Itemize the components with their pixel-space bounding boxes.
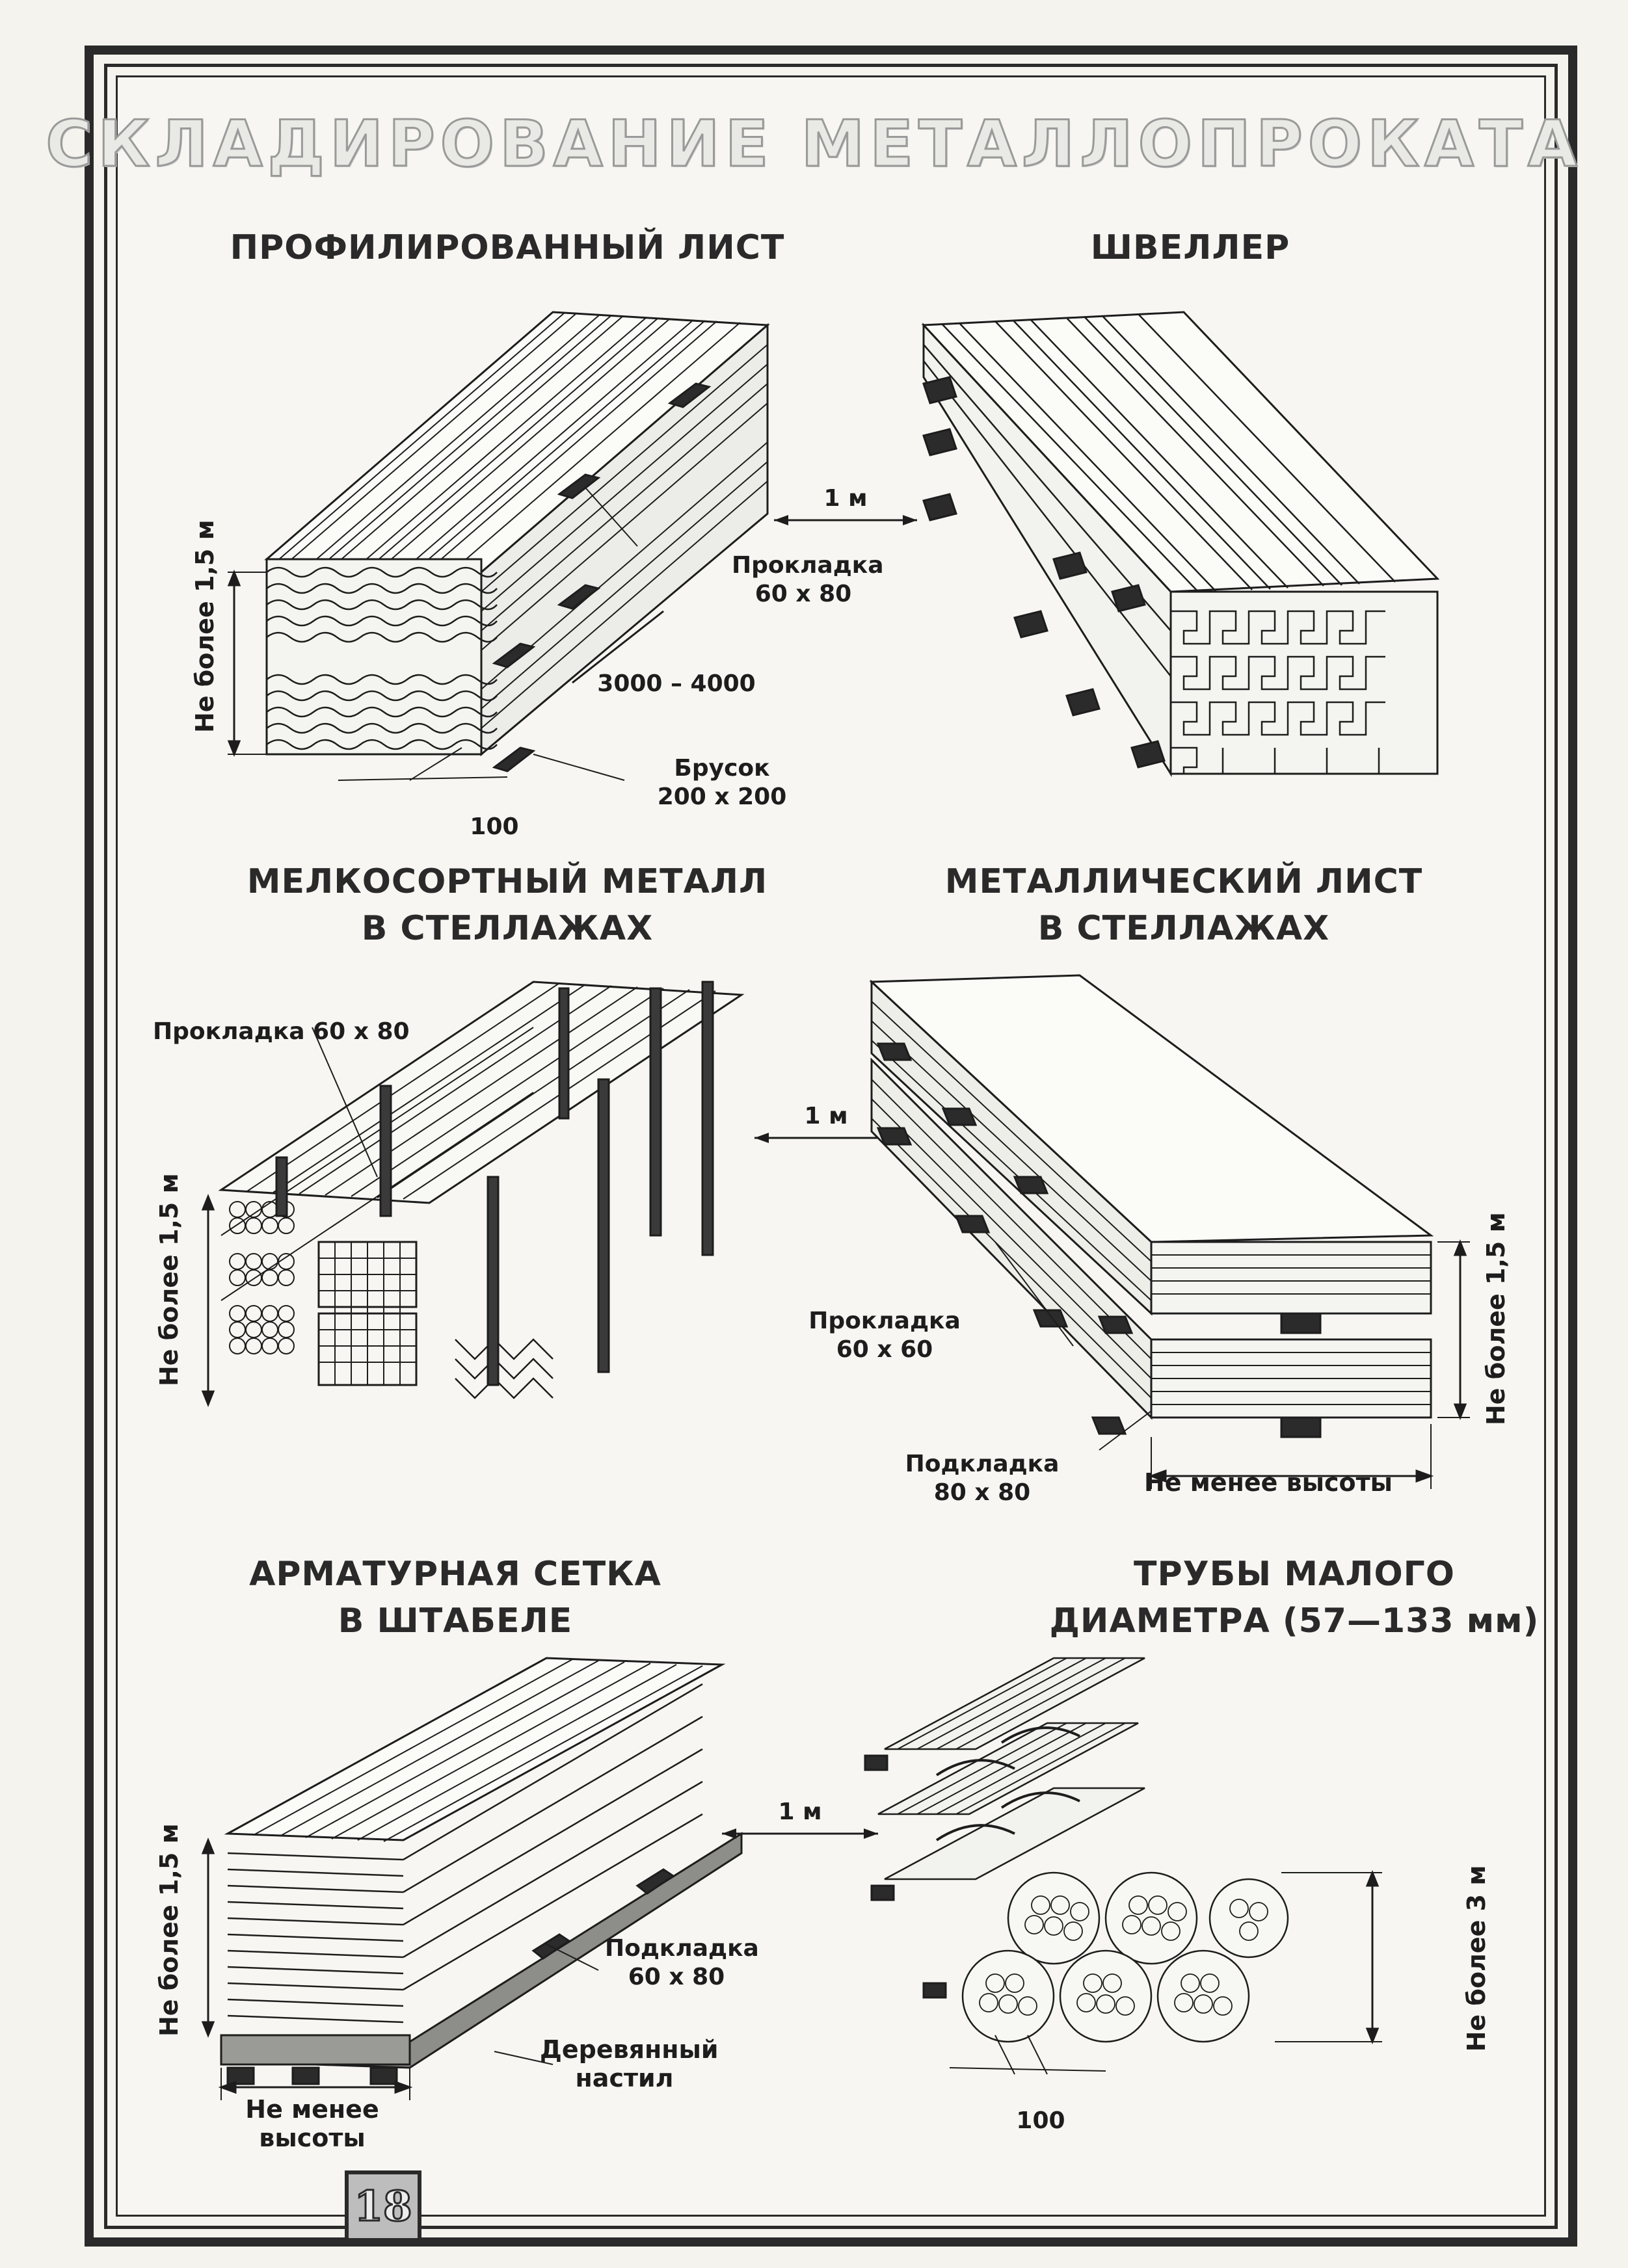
metal-sheet-width-label: Не менее высоты bbox=[1143, 1468, 1393, 1497]
heading-channel-text: ШВЕЛЛЕР bbox=[1090, 228, 1290, 267]
heading-metal-sheet: МЕТАЛЛИЧЕСКИЙ ЛИСТ В СТЕЛЛАЖАХ bbox=[885, 858, 1483, 952]
metal-sheet-support-line1: Подкладка bbox=[905, 1451, 1060, 1477]
small-metal-gap-label: 1 м bbox=[804, 1103, 848, 1129]
rebar-mesh-width-line1: Не менее bbox=[245, 2095, 379, 2124]
heading-pipes-line1: ТРУБЫ МАЛОГО bbox=[1133, 1555, 1455, 1594]
rebar-mesh-width-label: Не менее высоты bbox=[234, 2095, 390, 2152]
pipes-illustration bbox=[864, 1657, 1382, 2075]
rebar-mesh-deck-line2: настил bbox=[575, 2064, 674, 2092]
page-title: СКЛАДИРОВАНИЕ МЕТАЛЛОПРОКАТА bbox=[45, 107, 1582, 183]
small-metal-illustration bbox=[201, 981, 745, 1408]
gap-arrow-top bbox=[774, 515, 917, 525]
heading-pipes: ТРУБЫ МАЛОГО ДИАМЕТРА (57—133 мм) bbox=[1015, 1551, 1574, 1644]
rebar-mesh-support-line1: Подкладка bbox=[605, 1935, 759, 1962]
heading-pipes-line2: ДИАМЕТРА (57—133 мм) bbox=[1049, 1602, 1540, 1641]
rebar-mesh-height-label: Не более 1,5 м bbox=[155, 1823, 183, 2037]
rebar-mesh-illustration bbox=[201, 1657, 743, 2100]
channel-illustration bbox=[921, 311, 1440, 778]
pipes-height-label: Не более 3 м bbox=[1462, 1865, 1491, 2052]
page-number-box: 18 bbox=[345, 2170, 421, 2242]
page-number: 18 bbox=[353, 2181, 413, 2232]
heading-small-metal: МЕЛКОСОРТНЫЙ МЕТАЛЛ В СТЕЛЛАЖАХ bbox=[215, 858, 800, 952]
heading-small-metal-line1: МЕЛКОСОРТНЫЙ МЕТАЛЛ bbox=[247, 862, 768, 901]
profiled-sheet-spacer-label: Прокладка 60 х 80 bbox=[732, 551, 884, 609]
heading-rebar-mesh: АРМАТУРНАЯ СЕТКА В ШТАБЕЛЕ bbox=[163, 1551, 748, 1644]
gap-arrow-bottom bbox=[722, 1828, 878, 1839]
rebar-mesh-deck-label: Деревянный настил bbox=[540, 2035, 719, 2092]
heading-rebar-mesh-line2: В ШТАБЕЛЕ bbox=[338, 1602, 573, 1641]
profiled-sheet-spacer-line1: Прокладка bbox=[732, 552, 884, 579]
rebar-mesh-width-line2: высоты bbox=[259, 2124, 366, 2152]
metal-sheet-spacer-line2: 60 х 60 bbox=[836, 1336, 933, 1363]
profiled-sheet-length-label: 3000 – 4000 bbox=[597, 670, 756, 697]
profiled-sheet-beam-line2: 200 х 200 bbox=[657, 784, 787, 810]
profiled-sheet-height-label: Не более 1,5 м bbox=[191, 520, 219, 733]
heading-small-metal-line2: В СТЕЛЛАЖАХ bbox=[361, 909, 654, 948]
heading-rebar-mesh-line1: АРМАТУРНАЯ СЕТКА bbox=[249, 1555, 661, 1594]
metal-sheet-spacer-label: Прокладка 60 х 60 bbox=[807, 1307, 963, 1364]
page-border-outer bbox=[85, 46, 1577, 2247]
small-metal-height-label: Не более 1,5 м bbox=[155, 1173, 183, 1386]
pipes-offset-label: 100 bbox=[1016, 2107, 1065, 2134]
metal-sheet-support-label: Подкладка 80 х 80 bbox=[904, 1450, 1060, 1507]
small-metal-spacer-label: Прокладка 60 х 80 bbox=[153, 1018, 410, 1045]
metal-sheet-illustration bbox=[869, 974, 1470, 1489]
channel-gap-label: 1 м bbox=[823, 485, 868, 512]
rebar-mesh-support-line2: 60 х 80 bbox=[628, 1964, 725, 1990]
profiled-sheet-spacer-line2: 60 х 80 bbox=[754, 581, 852, 607]
metal-sheet-height-label: Не более 1,5 м bbox=[1482, 1212, 1510, 1425]
profiled-sheet-beam-label: Брусок 200 х 200 bbox=[650, 754, 794, 811]
heading-channel: ШВЕЛЛЕР bbox=[963, 224, 1418, 271]
heading-profiled-sheet-text: ПРОФИЛИРОВАННЫЙ ЛИСТ bbox=[230, 228, 785, 267]
profiled-sheet-illustration bbox=[227, 311, 770, 781]
heading-metal-sheet-line2: В СТЕЛЛАЖАХ bbox=[1037, 909, 1330, 948]
metal-sheet-spacer-line1: Прокладка bbox=[808, 1308, 961, 1334]
rebar-mesh-deck-line1: Деревянный bbox=[540, 2035, 719, 2064]
rebar-mesh-gap-label: 1 м bbox=[778, 1799, 822, 1825]
heading-metal-sheet-line1: МЕТАЛЛИЧЕСКИЙ ЛИСТ bbox=[944, 862, 1423, 901]
rebar-mesh-support-label: Подкладка 60 х 80 bbox=[605, 1934, 759, 1992]
metal-sheet-support-line2: 80 х 80 bbox=[933, 1479, 1031, 1506]
profiled-sheet-offset-label: 100 bbox=[470, 813, 519, 840]
heading-profiled-sheet: ПРОФИЛИРОВАННЫЙ ЛИСТ bbox=[215, 224, 800, 271]
page-border-middle bbox=[104, 64, 1558, 2229]
profiled-sheet-beam-line1: Брусок bbox=[674, 755, 770, 782]
